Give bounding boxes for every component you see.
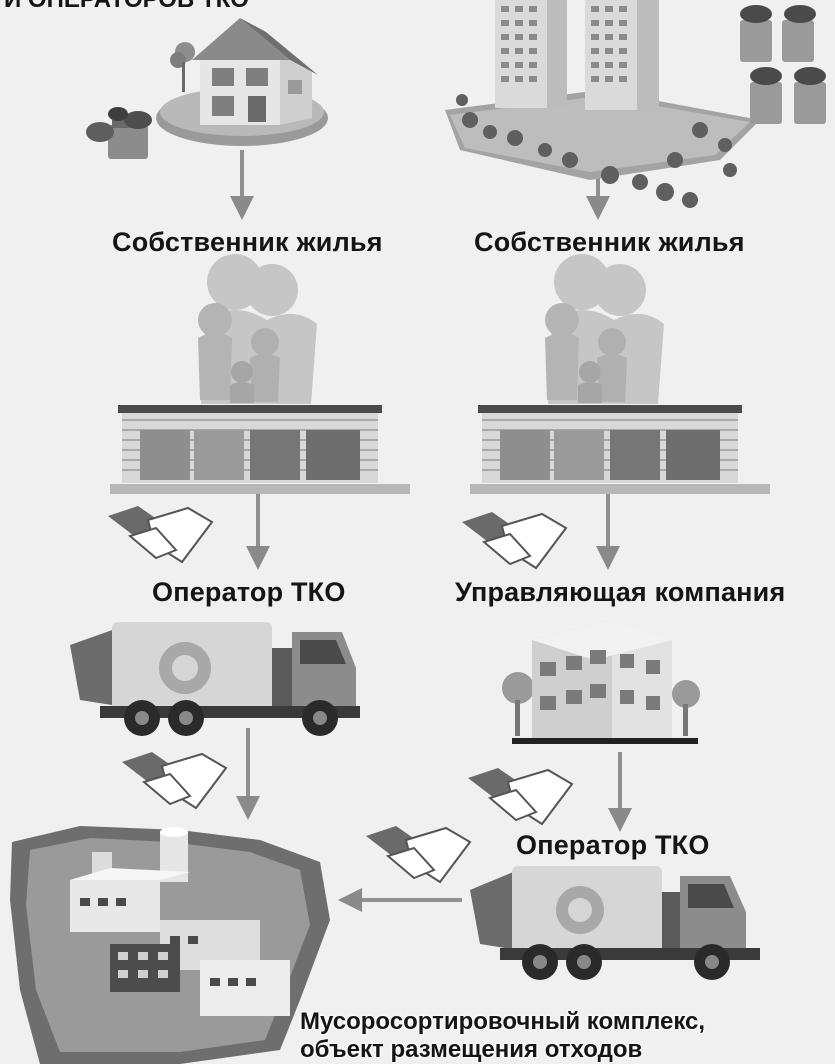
private-house-icon xyxy=(86,18,328,159)
operator-label-right: Оператор ТКО xyxy=(516,830,710,860)
handshake-icon-4 xyxy=(468,768,574,826)
facility-caption-line2: объект размещения отходов xyxy=(300,1036,643,1063)
family-left-icon xyxy=(198,254,317,404)
handshake-icon-3 xyxy=(122,752,228,810)
garbage-truck-left-icon xyxy=(70,622,360,736)
waste-sorting-complex-icon xyxy=(10,826,330,1064)
apartment-block-icon xyxy=(445,0,826,208)
container-site-right-icon xyxy=(470,405,770,494)
management-office-building-icon xyxy=(502,620,700,744)
management-company-label: Управляющая компания xyxy=(455,577,786,607)
family-right-icon xyxy=(545,254,664,404)
container-site-left-icon xyxy=(110,405,410,494)
operator-label-left: Оператор ТКО xyxy=(152,577,346,607)
handshake-icon-1 xyxy=(108,506,214,564)
garbage-truck-right-icon xyxy=(470,866,760,980)
facility-caption: Мусоросортировочный комплекс, объект раз… xyxy=(300,1008,705,1064)
waste-bins-icon xyxy=(740,5,826,124)
top-caption: И ОПЕРАТОРОВ ТКО xyxy=(4,0,249,14)
handshake-icon-2 xyxy=(462,512,568,570)
handshake-icon-5 xyxy=(366,826,472,884)
facility-caption-line1: Мусоросортировочный комплекс, xyxy=(300,1008,706,1035)
owner-label-left: Собственник жилья xyxy=(112,227,383,257)
owner-label-right: Собственник жилья xyxy=(474,227,745,257)
